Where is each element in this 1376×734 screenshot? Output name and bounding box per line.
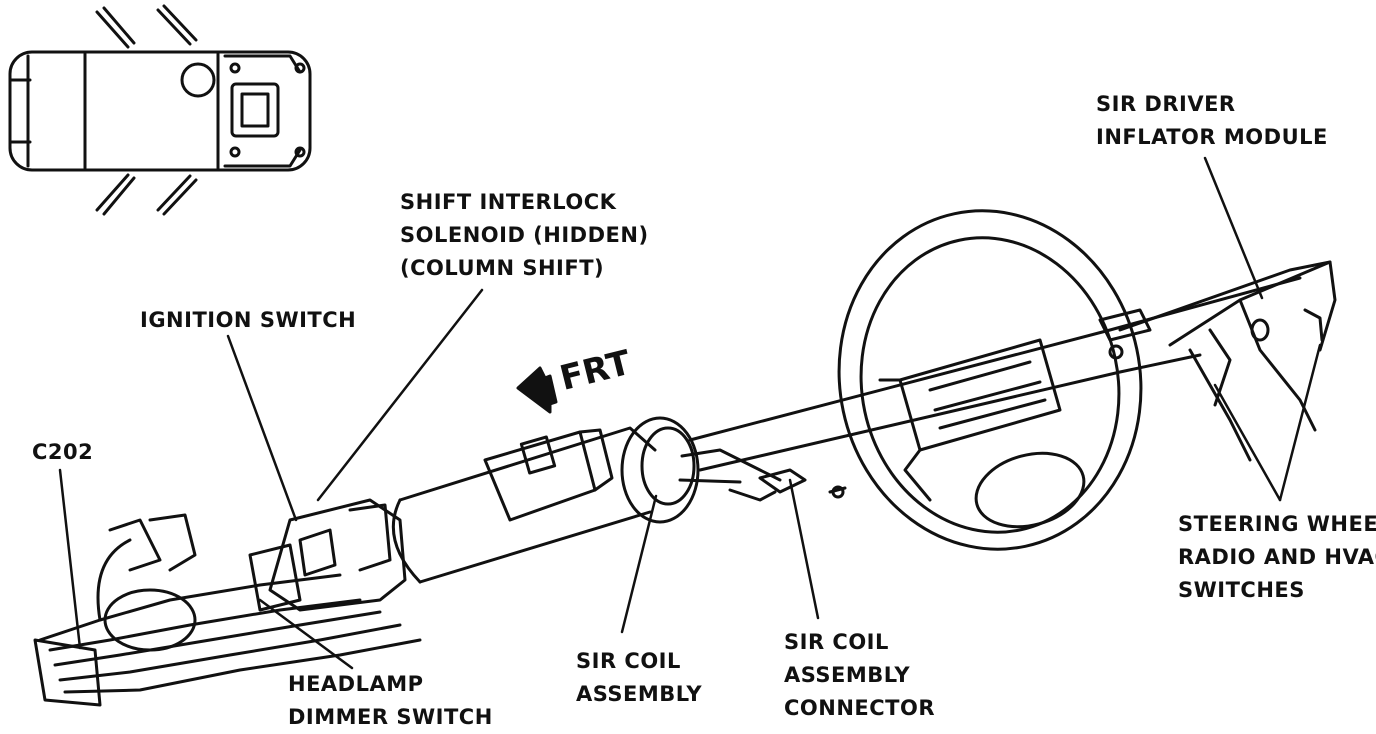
- label-ignition-switch: IGNITION SWITCH: [140, 308, 357, 332]
- column-housing: [391, 426, 657, 584]
- label-sir-coil-assembly-connector: SIR COIL ASSEMBLY CONNECTOR: [784, 630, 936, 720]
- steering-column-shaft: [688, 260, 1337, 472]
- sir-coil-connector: [728, 468, 847, 502]
- front-arrow-icon: [516, 366, 558, 414]
- steering-wheel: [837, 209, 1143, 551]
- vehicle-locator-icon: [8, 4, 312, 216]
- label-sir-driver-inflator-module: SIR DRIVER INFLATOR MODULE: [1096, 92, 1328, 149]
- label-headlamp-dimmer-switch: HEADLAMP DIMMER SWITCH: [288, 672, 493, 729]
- label-shift-interlock-solenoid: SHIFT INTERLOCK SOLENOID (HIDDEN) (COLUM…: [400, 190, 649, 280]
- switch-cluster: [248, 498, 407, 612]
- label-sir-coil-assembly: SIR COIL ASSEMBLY: [576, 649, 703, 706]
- label-steering-wheel-switches: STEERING WHEEL RADIO AND HVAC SWITCHES: [1178, 512, 1376, 602]
- leader-lines: [58, 156, 1322, 670]
- label-c202: C202: [32, 440, 94, 464]
- wiring-harness: [33, 513, 422, 707]
